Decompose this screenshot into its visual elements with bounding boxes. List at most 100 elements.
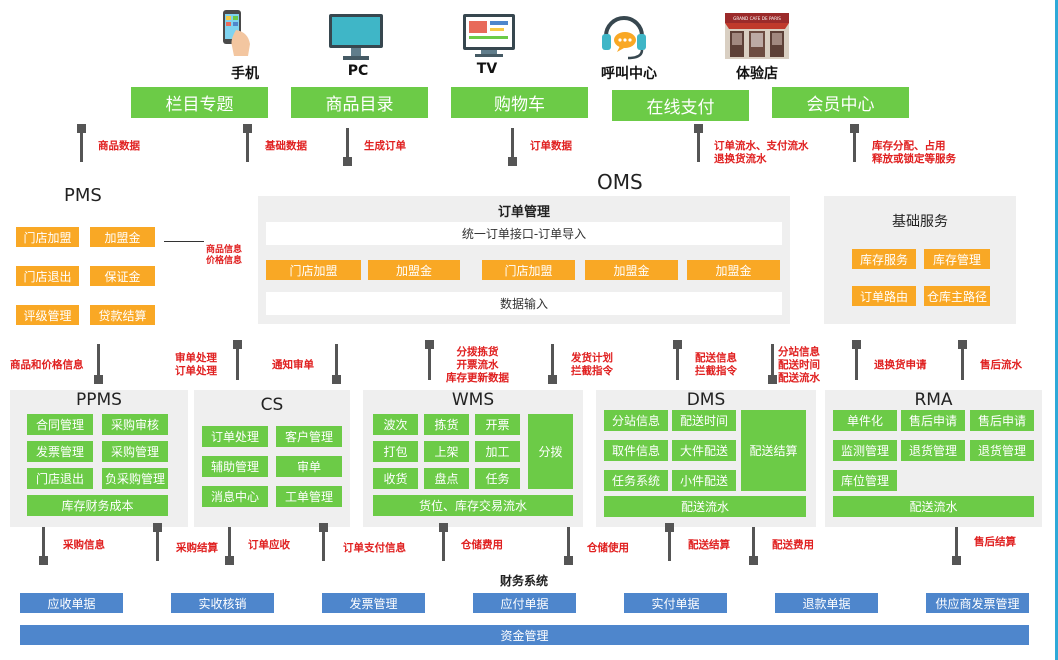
connector: [243, 124, 252, 162]
flow-label: 订单数据: [530, 140, 572, 152]
connector: [319, 523, 328, 561]
connector: [343, 128, 352, 166]
ppms-item[interactable]: 负采购管理: [102, 468, 168, 489]
oms-item[interactable]: 加盟金: [687, 260, 780, 280]
rma-item[interactable]: 监测管理: [833, 440, 897, 461]
flow-label: 采购结算: [176, 542, 218, 554]
finance-item[interactable]: 应收单据: [20, 593, 123, 613]
oms-item[interactable]: 门店加盟: [482, 260, 575, 280]
pms-item[interactable]: 评级管理: [16, 305, 79, 325]
finance-item[interactable]: 实付单据: [624, 593, 727, 613]
connector: [508, 128, 517, 166]
connector: [852, 340, 861, 380]
flow-label: 退换货申请: [874, 359, 927, 371]
wms-item[interactable]: 上架: [424, 441, 469, 462]
pms-item[interactable]: 加盟金: [90, 227, 155, 247]
cs-item[interactable]: 审单: [276, 456, 342, 477]
connector: [225, 527, 234, 565]
flow-label: 商品数据: [98, 140, 140, 152]
ppms-item[interactable]: 采购管理: [102, 441, 168, 462]
wms-item[interactable]: 波次: [373, 414, 418, 435]
ppms-item[interactable]: 门店退出: [27, 468, 93, 489]
basic-service-item[interactable]: 订单路由: [852, 286, 916, 306]
finance-item[interactable]: 退款单据: [775, 593, 878, 613]
rma-item[interactable]: 库位管理: [833, 470, 897, 491]
frame-border: [1055, 0, 1058, 660]
finance-item[interactable]: 实收核销: [171, 593, 274, 613]
cs-item[interactable]: 客户管理: [276, 426, 342, 447]
oms-item[interactable]: 门店加盟: [266, 260, 361, 280]
cs-item[interactable]: 消息中心: [202, 486, 268, 507]
finance-item[interactable]: 应付单据: [473, 593, 576, 613]
finance-item[interactable]: 供应商发票管理: [926, 593, 1029, 613]
oms-title: OMS: [597, 170, 643, 194]
dms-item[interactable]: 取件信息: [604, 440, 668, 461]
wms-item[interactable]: 打包: [373, 441, 418, 462]
connector: [153, 523, 162, 561]
ppms-item[interactable]: 发票管理: [27, 441, 93, 462]
module-member-center[interactable]: 会员中心: [772, 87, 909, 118]
dms-item[interactable]: 大件配送: [672, 440, 736, 461]
finance-item[interactable]: 发票管理: [322, 593, 425, 613]
oms-item[interactable]: 加盟金: [585, 260, 678, 280]
cs-item[interactable]: 工单管理: [276, 486, 342, 507]
connector: [425, 340, 434, 380]
dms-item[interactable]: 任务系统: [604, 470, 668, 491]
connector: [77, 124, 86, 162]
basic-service-item[interactable]: 库存管理: [924, 249, 990, 269]
connector: [439, 523, 448, 561]
module-cart[interactable]: 购物车: [451, 87, 588, 118]
pms-item[interactable]: 门店加盟: [16, 227, 79, 247]
connector: [958, 340, 967, 380]
store-sign: GRAND CAFE DE PARIS: [733, 16, 781, 21]
pms-item[interactable]: 门店退出: [16, 266, 79, 286]
dms-item[interactable]: 分站信息: [604, 410, 668, 431]
wms-item[interactable]: 拣货: [424, 414, 469, 435]
module-product-catalog[interactable]: 商品目录: [291, 87, 428, 118]
dms-panel: DMS 分站信息 配送时间 取件信息 大件配送 任务系统 小件配送 配送结算 配…: [596, 390, 816, 527]
flow-label: 商品和价格信息: [10, 359, 84, 371]
module-column-topics[interactable]: 栏目专题: [131, 87, 268, 118]
device-label-pc: PC: [347, 63, 369, 79]
wms-footer[interactable]: 货位、库存交易流水: [373, 495, 573, 516]
device-label-mobile: 手机: [231, 66, 259, 82]
rma-item[interactable]: 退货管理: [970, 440, 1034, 461]
finance-fund-bar[interactable]: 资金管理: [20, 625, 1029, 645]
flow-label: 分站信息 配送时间 配送流水: [778, 346, 820, 384]
wms-item[interactable]: 开票: [475, 414, 520, 435]
wms-item[interactable]: 收货: [373, 468, 418, 489]
connector: [332, 344, 341, 384]
dms-item[interactable]: 小件配送: [672, 470, 736, 491]
rma-item[interactable]: 售后申请: [901, 410, 965, 431]
rma-footer[interactable]: 配送流水: [833, 496, 1034, 517]
pms-item[interactable]: 贷款结算: [90, 305, 155, 325]
basic-service-panel: 基础服务 库存服务 库存管理 订单路由 仓库主路径: [824, 196, 1016, 324]
rma-item[interactable]: 退货管理: [901, 440, 965, 461]
module-online-payment[interactable]: 在线支付: [612, 90, 749, 121]
rma-item[interactable]: 售后申请: [970, 410, 1034, 431]
ppms-footer[interactable]: 库存财务成本: [27, 495, 168, 516]
flow-label: 仓储费用: [461, 539, 503, 551]
ppms-item[interactable]: 采购审核: [102, 414, 168, 435]
mobile-phone-icon: [212, 8, 262, 58]
wms-item[interactable]: 加工: [475, 441, 520, 462]
dms-side[interactable]: 配送结算: [741, 410, 806, 491]
cs-item[interactable]: 订单处理: [202, 426, 268, 447]
flow-label: 发货计划 拦截指令: [571, 352, 613, 377]
flow-label: 生成订单: [364, 140, 406, 152]
wms-side[interactable]: 分拨: [528, 414, 573, 489]
oms-item[interactable]: 加盟金: [368, 260, 460, 280]
pms-item[interactable]: 保证金: [90, 266, 155, 286]
basic-service-item[interactable]: 仓库主路径: [924, 286, 990, 306]
basic-service-title: 基础服务: [892, 214, 948, 230]
pms-oms-link: [164, 241, 204, 242]
wms-item[interactable]: 盘点: [424, 468, 469, 489]
cs-item[interactable]: 辅助管理: [202, 456, 268, 477]
rma-item[interactable]: 单件化: [833, 410, 897, 431]
dms-item[interactable]: 配送时间: [672, 410, 736, 431]
ppms-item[interactable]: 合同管理: [27, 414, 93, 435]
flow-label: 通知审单: [272, 359, 314, 371]
wms-item[interactable]: 任务: [475, 468, 520, 489]
basic-service-item[interactable]: 库存服务: [852, 249, 916, 269]
dms-footer[interactable]: 配送流水: [604, 496, 806, 517]
